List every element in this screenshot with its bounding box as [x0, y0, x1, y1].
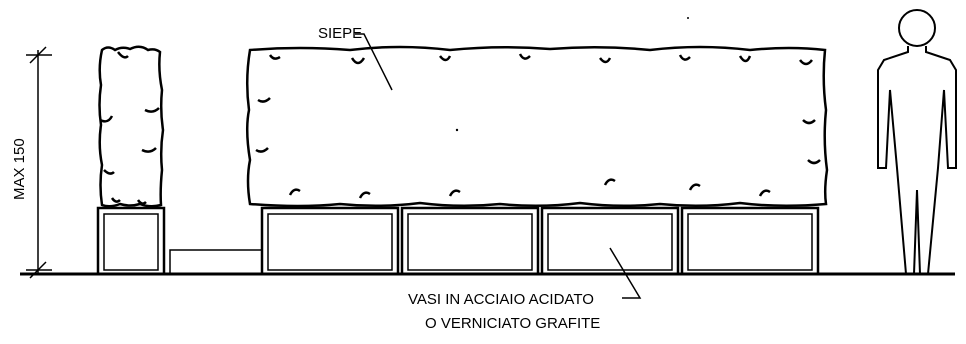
main-hedge [246, 45, 829, 208]
small-hedge [98, 45, 165, 208]
planter-box [260, 206, 400, 276]
human-figure [877, 9, 957, 275]
hedge-label: SIEPE [318, 25, 362, 42]
planter-label-line1: VASI IN ACCIAIO ACIDATO [408, 291, 594, 308]
planter-box [400, 206, 540, 276]
dimension-label: MAX 150 [11, 138, 28, 200]
hedge-leader [355, 33, 393, 91]
planter-box [680, 206, 820, 276]
planter-box [96, 206, 166, 276]
planter-box [540, 206, 680, 276]
height-dimension: MAX 150 [11, 46, 52, 279]
planter-leader [609, 247, 642, 299]
low-step [169, 249, 263, 275]
planter-label-line2: O VERNICIATO GRAFITE [425, 315, 600, 332]
